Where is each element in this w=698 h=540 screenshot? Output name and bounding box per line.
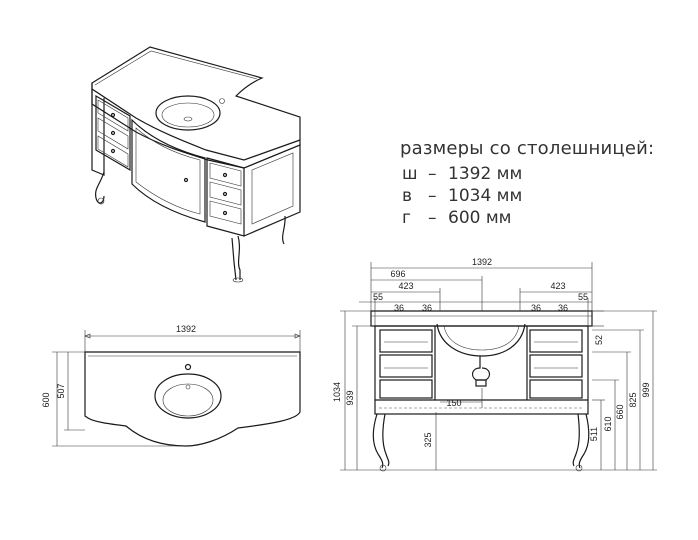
front-top-52-label: 52 [594,335,604,345]
front-gap-b-label: 36 [422,303,432,313]
front-h939-label: 939 [345,390,355,405]
spec-width-value: 1392 мм [448,164,523,184]
isometric-view [91,46,301,283]
front-h511-label: 511 [589,427,599,441]
front-h660-label: 660 [615,404,625,419]
front-h825-label: 825 [628,392,638,407]
front-h610-label: 610 [603,416,613,431]
front-width-label: 1392 [472,257,492,267]
front-view: 1392 696 423 423 55 55 36 36 36 36 52 15… [332,257,657,472]
front-h999-label: 999 [641,382,651,397]
front-gap-d-label: 36 [558,303,568,313]
front-leg-label: 325 [423,432,433,447]
top-view: 1392 600 507 [41,324,301,447]
front-side-left-label: 423 [398,281,413,291]
top-depth-label: 600 [41,392,51,407]
front-drain-label: 150 [446,398,461,408]
front-gap-c-label: 36 [531,303,541,313]
spec-row-height: в–1034 мм [402,186,523,206]
spec-depth-value: 600 мм [448,208,512,228]
spec-height-value: 1034 мм [448,186,523,206]
top-inner-depth-label: 507 [56,383,66,398]
spec-width-key: ш [402,164,418,184]
front-h1034-label: 1034 [332,382,342,402]
spec-depth-key: г [402,208,411,228]
top-width-label: 1392 [176,324,196,334]
spec-row-depth: г–600 мм [402,208,512,228]
front-edge-left-label: 55 [373,292,383,302]
front-side-right-label: 423 [550,281,565,291]
spec-height-key: в [402,186,413,206]
front-edge-right-label: 55 [578,292,588,302]
front-gap-a-label: 36 [394,303,404,313]
spec-row-width: ш–1392 мм [402,164,523,184]
front-half-label: 696 [390,269,405,279]
spec-title: размеры со столешницей: [400,138,655,159]
